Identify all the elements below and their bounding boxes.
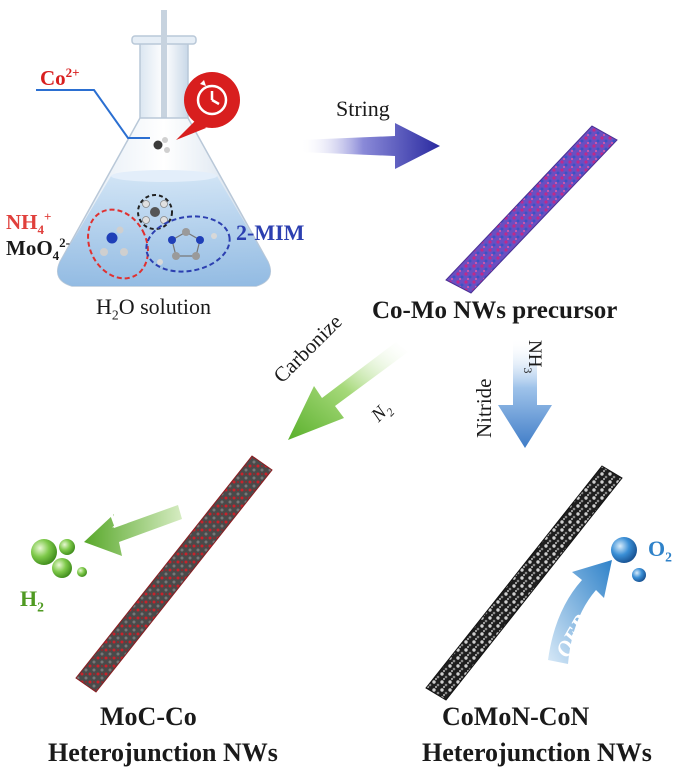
flask-icon bbox=[57, 10, 271, 287]
nitride-arrow bbox=[498, 338, 552, 448]
solution-label: H2O solution bbox=[96, 294, 211, 323]
o2-label: O2 bbox=[648, 536, 672, 565]
moc-co-title: MoC-Co bbox=[100, 702, 197, 731]
co-pointer-line bbox=[36, 89, 150, 139]
moc-co-subtitle: Heterojunction NWs bbox=[48, 738, 278, 767]
moc-co-nanowire bbox=[75, 455, 273, 693]
precursor-label: Co-Mo NWs precursor bbox=[372, 297, 618, 324]
moo4-ion-label: MoO42- bbox=[6, 235, 71, 264]
nh4-ion-label: NH4+ bbox=[6, 209, 52, 238]
h2-bubbles-icon bbox=[31, 539, 87, 578]
her-arrow bbox=[84, 505, 182, 556]
comon-con-subtitle: Heterojunction NWs bbox=[422, 738, 652, 767]
oer-arrow bbox=[548, 560, 612, 664]
nitride-label: Nitride bbox=[472, 378, 496, 438]
string-label: String bbox=[336, 96, 390, 121]
timer-icon bbox=[176, 72, 240, 140]
h2-label: H2 bbox=[20, 586, 44, 615]
comon-con-nanowire bbox=[425, 465, 623, 701]
string-arrow bbox=[300, 123, 440, 169]
co-ion-label: Co2+ bbox=[40, 65, 80, 90]
comon-con-title: CoMoN-CoN bbox=[442, 702, 590, 731]
carbonize-arrow bbox=[288, 342, 408, 440]
mim-label: 2-MIM bbox=[236, 220, 305, 245]
precursor-nanowire bbox=[445, 125, 618, 294]
o2-bubbles-icon bbox=[611, 537, 646, 582]
nh3-label: NH3 bbox=[521, 340, 545, 374]
